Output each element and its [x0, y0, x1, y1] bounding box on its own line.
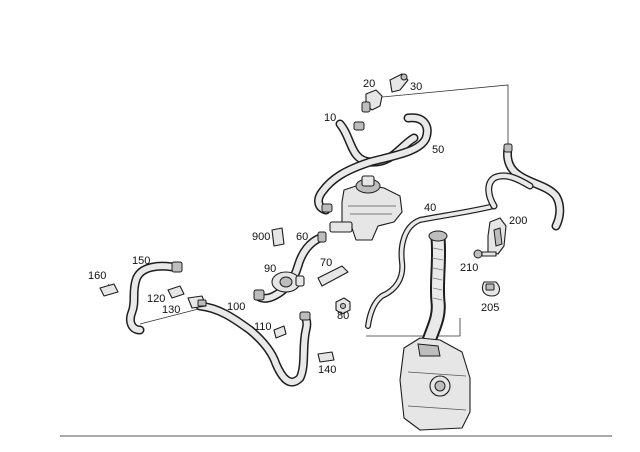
- hose-150: [125, 261, 183, 335]
- callout-200: 200: [509, 215, 527, 227]
- callout-140: 140: [318, 364, 336, 376]
- callout-labels: 10 20 30 50 40 200 210 205 900 60 70 90 …: [88, 78, 527, 376]
- clip-160: [99, 283, 119, 297]
- callout-160: 160: [88, 270, 106, 282]
- callout-100: 100: [227, 301, 245, 313]
- filler-cap: [428, 230, 448, 242]
- bracket-70: [317, 265, 349, 287]
- callout-60: 60: [296, 231, 308, 243]
- bracket-900: [271, 227, 285, 247]
- hose-connector-20: [361, 89, 383, 113]
- coolant-expansion-tank: [329, 175, 403, 241]
- leader-20-30: [371, 84, 509, 148]
- quick-connector-10: [353, 121, 365, 131]
- hose-40: [365, 203, 497, 329]
- callout-205: 205: [481, 302, 499, 314]
- bracket-200: [487, 217, 507, 255]
- hose-200: [485, 143, 565, 231]
- callout-80: 80: [337, 310, 349, 322]
- hose-100: [195, 301, 312, 387]
- leader-40: [366, 318, 461, 337]
- nut-80: [335, 297, 351, 315]
- clip-205: [481, 281, 501, 297]
- hose-50: [314, 113, 432, 215]
- connector-120: [167, 285, 185, 299]
- callout-120: 120: [147, 293, 165, 305]
- auxiliary-pump-90: [271, 271, 305, 293]
- callout-10: 10: [324, 112, 336, 124]
- leader-lines: [107, 84, 509, 337]
- bolt-210: [473, 249, 497, 259]
- callout-90: 90: [264, 263, 276, 275]
- callout-50: 50: [432, 144, 444, 156]
- hose-end-connectors: [171, 143, 513, 321]
- callout-130: 130: [162, 304, 180, 316]
- callout-70: 70: [320, 257, 332, 269]
- callout-150: 150: [132, 255, 150, 267]
- filler-neck: [420, 230, 447, 352]
- washer-fluid-reservoir: [399, 337, 471, 431]
- callout-210: 210: [460, 262, 478, 274]
- clamp-140: [317, 351, 335, 363]
- callout-40: 40: [424, 202, 436, 214]
- clamp-110: [273, 325, 287, 339]
- hose-connector-30: [389, 73, 409, 93]
- callout-20: 20: [363, 78, 375, 90]
- callout-110: 110: [254, 321, 272, 333]
- callout-30: 30: [410, 81, 422, 93]
- callout-900: 900: [252, 231, 270, 243]
- connector-130: [187, 295, 207, 309]
